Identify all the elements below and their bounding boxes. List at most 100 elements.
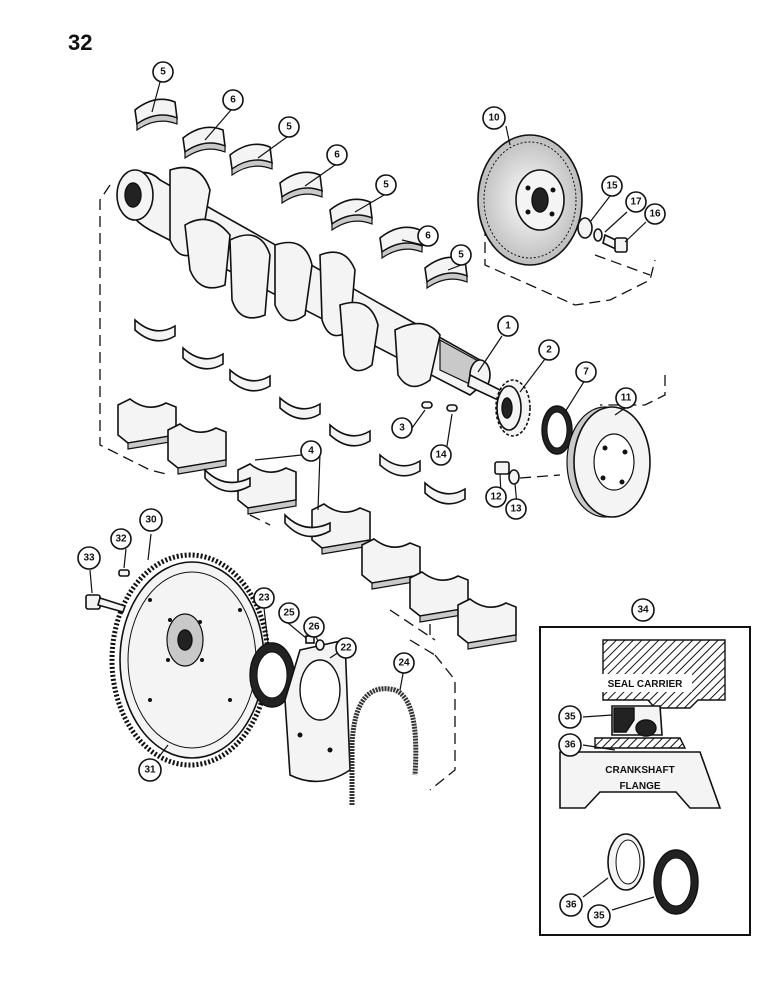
woodruff-key [446,404,458,412]
damper-washer [577,217,593,239]
callout: 6 [222,89,244,111]
callout-label: 10 [488,113,500,124]
carrier-washer [315,639,325,651]
lock-washer [593,228,603,242]
bearing-cap [167,423,227,475]
bearing-shell [279,396,321,420]
callout-label: 5 [286,122,292,133]
callout: 3 [391,417,413,439]
callout: 1 [497,315,519,337]
callout-label: 1 [505,321,511,332]
callout-label: 33 [83,553,95,564]
callout: 35 [558,705,582,729]
callout: 32 [110,528,132,550]
callout: 36 [558,733,582,757]
callout-label: 36 [565,900,577,911]
bearing-shell [182,346,224,370]
callout-label: 32 [115,534,127,545]
callout-label: 11 [621,393,632,404]
callout-label: 23 [258,593,270,604]
callout: 14 [430,444,452,466]
callout-label: 35 [593,911,605,922]
callout-label: 16 [649,209,661,220]
crankshaft-group-outline [99,184,436,656]
callout-label: 15 [606,181,618,192]
callout-label: 4 [308,446,314,457]
upper-bearing-shells [134,98,468,290]
callout: 6 [326,144,348,166]
damper-group-outline [484,225,656,306]
inset-crankshaft-flange-section: CRANKSHAFT FLANGE [559,737,722,809]
bearing-shell [379,226,423,260]
bearing-cap [457,598,517,650]
vibration-damper [477,134,583,266]
lower-bearing-shells [134,318,466,505]
woodruff-key [421,401,433,409]
callout: 25 [278,602,300,624]
bearing-cap [311,503,371,555]
thrust-washer [284,513,331,538]
callout-label: 5 [160,67,166,78]
callout: 5 [152,61,174,83]
callout: 36 [559,893,583,917]
flywheel-group-outline [389,609,456,791]
callout: 12 [485,486,507,508]
callout-label: 12 [490,492,502,503]
seal-carrier-label: SEAL CARRIER [608,679,684,690]
bearing-cap [237,463,297,515]
callout: 34 [631,598,655,622]
bearing-shell [229,368,271,392]
callout: 2 [538,339,560,361]
callout-label: 26 [308,622,320,633]
bearing-cap [117,398,177,450]
callout-label: 7 [583,367,589,378]
callout-label: 24 [398,658,410,669]
callout: 22 [335,637,357,659]
pulley-group-outline [519,375,666,479]
crankshaft-gear [495,379,531,437]
callout: 5 [450,244,472,266]
bearing-shell [379,453,421,477]
thrust-washer [204,468,251,493]
callout: 5 [375,174,397,196]
bearing-shell [134,318,176,342]
callout-label: 14 [435,450,447,461]
callout-label: 35 [564,712,576,723]
callout-label: 13 [510,504,522,515]
callout: 11 [615,387,637,409]
callout-label: 5 [458,250,464,261]
callout-label: 6 [334,150,340,161]
bearing-shell [182,126,226,160]
callout: 4 [300,440,322,462]
callout-label: 25 [283,608,295,619]
callout: 16 [644,203,666,225]
leader-lines [89,81,655,911]
bearing-shell [229,143,273,177]
inset-seal-carrier-section: SEAL CARRIER [598,639,726,737]
callout: 33 [77,546,101,570]
callout: 31 [138,758,162,782]
callout: 13 [505,498,527,520]
callout-label: 17 [630,197,642,208]
crankshaft-pulley [566,406,651,518]
seal-carrier [284,639,351,783]
callout-label: 5 [383,180,389,191]
callout-label: 6 [230,95,236,106]
callout-label: 36 [564,740,576,751]
flywheel [109,552,271,768]
callout: 7 [575,361,597,383]
callout: 23 [253,587,275,609]
callout: 5 [278,116,300,138]
rear-oil-seal [249,642,295,708]
bearing-shell [279,171,323,205]
bearing-shell [424,481,466,505]
dowel-pin [118,569,130,577]
callout-label: 3 [399,423,405,434]
flywheel-bolt [85,594,127,613]
callout-label: 31 [144,765,156,776]
callout-label: 30 [145,515,157,526]
main-bearing-caps [117,398,517,650]
damper-bolt [602,233,628,253]
callout: 24 [393,652,415,674]
